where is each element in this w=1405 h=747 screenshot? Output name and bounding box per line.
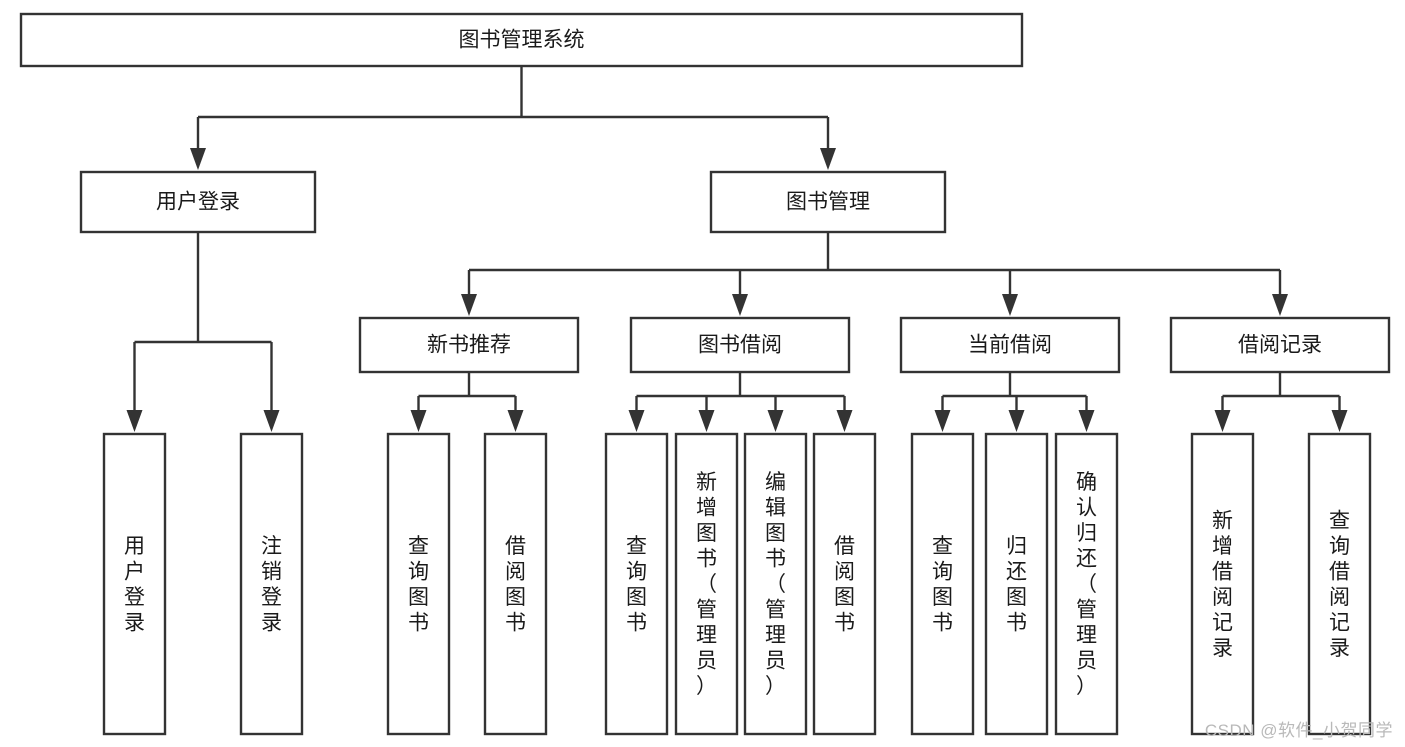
node-box [239,432,304,736]
node-box [709,170,947,234]
node-box [19,12,1024,68]
node-label: 新书推荐 [427,334,511,357]
node-label: 图书管理 [786,191,870,214]
watermark-label: CSDN @软件_小贺同学 [1204,721,1393,740]
node-box [1307,432,1372,736]
arrow-head-icon [507,410,524,432]
node-book-manage[interactable]: 图书管理 [709,170,947,234]
node-box [674,432,739,736]
node-leaf-query-record[interactable]: 查询借阅记录 [1307,432,1372,736]
arrow-head-icon [126,410,143,432]
node-label: 图书管理系统 [459,29,585,52]
node-box [604,432,669,736]
arrow-head-icon [698,410,715,432]
arrow-head-icon [732,294,748,316]
node-box [1169,316,1391,374]
arrow-head-icon [190,148,206,170]
node-label: 借阅图书 [505,535,526,635]
arrow-head-icon [836,410,853,432]
node-box [358,316,580,374]
arrow-head-icon [934,410,951,432]
node-box [483,432,548,736]
node-label: 借阅图书 [834,535,855,635]
arrow-head-icon [767,410,784,432]
node-label: 归还图书 [1006,535,1027,635]
node-layer: 图书管理系统用户登录图书管理新书推荐图书借阅当前借阅借阅记录用户登录注销登录查询… [19,12,1391,736]
arrow-head-icon [1214,410,1231,432]
node-box [899,316,1121,374]
node-box [743,432,808,736]
arrow-head-icon [1008,410,1025,432]
node-label: 查询借阅记录 [1329,509,1350,660]
node-box [79,170,317,234]
node-leaf-query-book-rec[interactable]: 查询图书 [386,432,451,736]
node-new-book-rec[interactable]: 新书推荐 [358,316,580,374]
arrow-head-icon [263,410,280,432]
node-label: 编辑图书（管理员） [765,471,786,698]
node-leaf-query-book-borrow[interactable]: 查询图书 [604,432,669,736]
node-box [1054,432,1119,736]
node-label: 图书借阅 [698,334,782,357]
node-label: 确认归还（管理员） [1076,471,1097,698]
arrow-head-icon [820,148,836,170]
node-leaf-user-login[interactable]: 用户登录 [102,432,167,736]
arrow-head-icon [461,294,477,316]
node-leaf-user-logout[interactable]: 注销登录 [239,432,304,736]
node-leaf-add-record[interactable]: 新增借阅记录 [1190,432,1255,736]
node-label: 新增借阅记录 [1212,509,1233,660]
node-label: 借阅记录 [1238,334,1322,357]
arrow-head-icon [1272,294,1288,316]
node-label: 当前借阅 [968,334,1052,357]
node-leaf-borrow-book[interactable]: 借阅图书 [812,432,877,736]
connector-layer [126,66,1348,432]
node-label: 查询图书 [626,535,647,635]
node-user-login[interactable]: 用户登录 [79,170,317,234]
node-label: 查询图书 [408,535,429,635]
node-borrow-record[interactable]: 借阅记录 [1169,316,1391,374]
node-label: 用户登录 [124,535,145,635]
node-label: 注销登录 [261,535,282,635]
node-box [812,432,877,736]
arrow-head-icon [628,410,645,432]
node-leaf-confirm-return[interactable]: 确认归还（管理员） [1054,432,1119,736]
node-box [386,432,451,736]
node-box [910,432,975,736]
arrow-head-icon [1331,410,1348,432]
node-label: 用户登录 [156,191,240,214]
arrow-head-icon [1002,294,1018,316]
node-box [102,432,167,736]
node-label: 查询图书 [932,535,953,635]
node-box [629,316,851,374]
node-book-borrow[interactable]: 图书借阅 [629,316,851,374]
node-current-borrow[interactable]: 当前借阅 [899,316,1121,374]
node-root[interactable]: 图书管理系统 [19,12,1024,68]
node-box [1190,432,1255,736]
node-box [984,432,1049,736]
node-leaf-borrow-book-rec[interactable]: 借阅图书 [483,432,548,736]
arrow-head-icon [1078,410,1095,432]
arrow-head-icon [410,410,427,432]
node-leaf-return-book[interactable]: 归还图书 [984,432,1049,736]
node-leaf-add-book[interactable]: 新增图书（管理员） [674,432,739,736]
node-leaf-edit-book[interactable]: 编辑图书（管理员） [743,432,808,736]
node-leaf-query-book-cur[interactable]: 查询图书 [910,432,975,736]
node-label: 新增图书（管理员） [696,471,717,698]
